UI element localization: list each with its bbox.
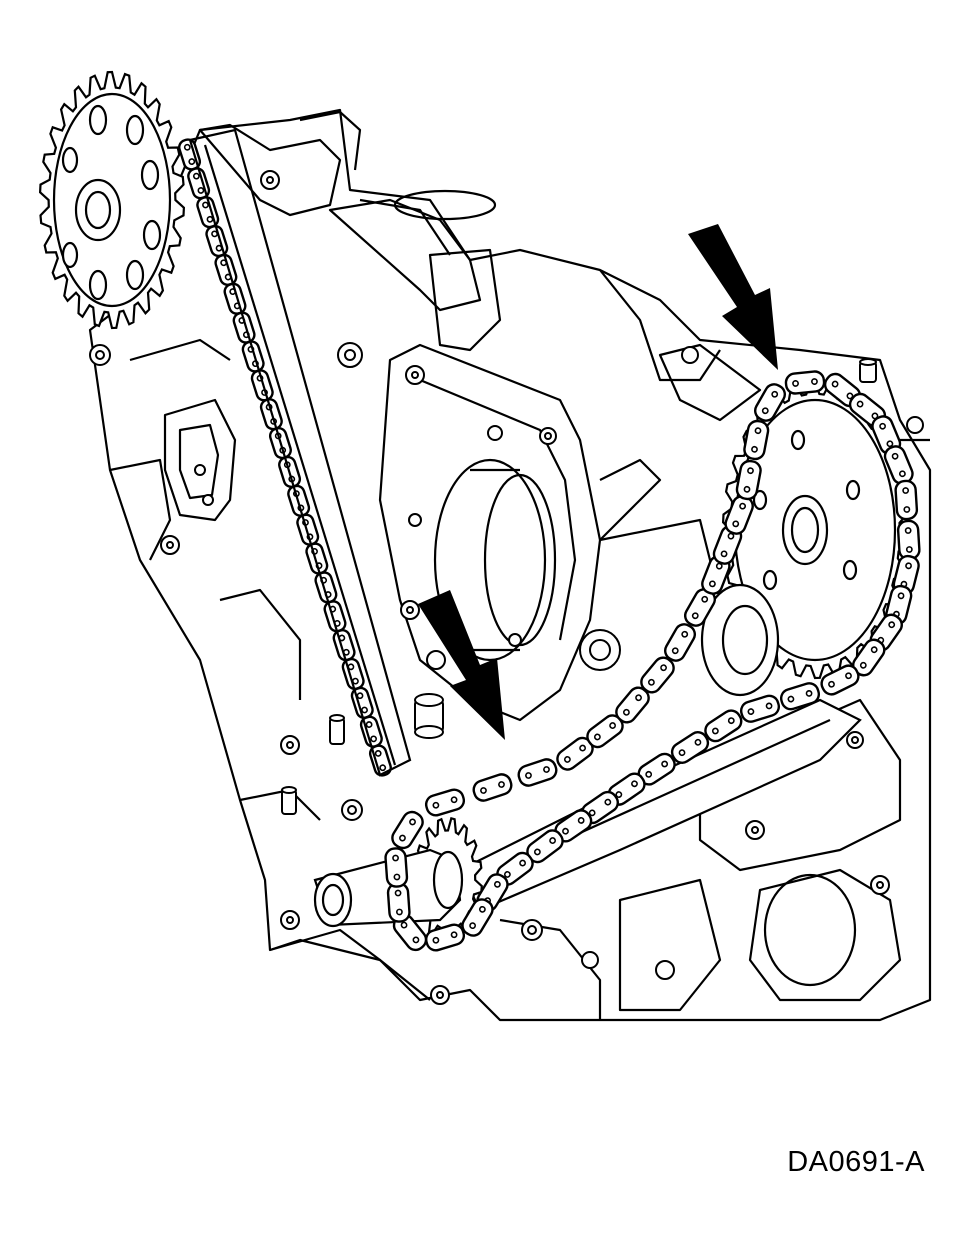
chain-link (743, 419, 770, 461)
chain-link (883, 445, 914, 485)
chain-link (664, 623, 696, 662)
chain-link (305, 542, 329, 575)
chain-link (424, 788, 466, 817)
chain-link (391, 810, 424, 850)
chain-link (187, 167, 211, 200)
chain-link (359, 715, 383, 748)
camshaft-sprocket (700, 380, 909, 697)
chain-link (670, 731, 710, 764)
chain-link (607, 772, 646, 806)
alignment-arrow-lower (418, 590, 505, 740)
chain-guide (188, 128, 412, 777)
chain-link (896, 519, 921, 561)
chain-link (784, 370, 826, 395)
chain-link (640, 656, 675, 694)
timing-chain (384, 370, 921, 952)
chain-link (461, 898, 494, 937)
chain-link (894, 479, 919, 521)
chain-link (472, 773, 513, 802)
alignment-arrow-upper (688, 224, 778, 370)
chain-link (820, 664, 860, 696)
chain-link (517, 758, 558, 787)
chain-link (368, 744, 392, 777)
upper-left-sprocket (38, 70, 186, 330)
chain-link (701, 555, 731, 595)
chain-link (735, 459, 762, 501)
chain-link (754, 383, 786, 422)
chain-link (384, 847, 409, 888)
chain-link (852, 638, 886, 677)
chain-link (704, 709, 743, 743)
crankshaft-sprocket (313, 816, 483, 944)
chain-link (871, 415, 902, 455)
chain-link (554, 809, 593, 843)
bolt-holes (89, 170, 924, 1005)
chain-link (178, 138, 202, 171)
chain-link (739, 694, 781, 723)
chain-link (779, 682, 821, 711)
chain-link (496, 851, 534, 886)
chain-link (386, 882, 411, 923)
chain-link (424, 923, 466, 952)
figure-id-label: DA0691-A (787, 1146, 925, 1178)
